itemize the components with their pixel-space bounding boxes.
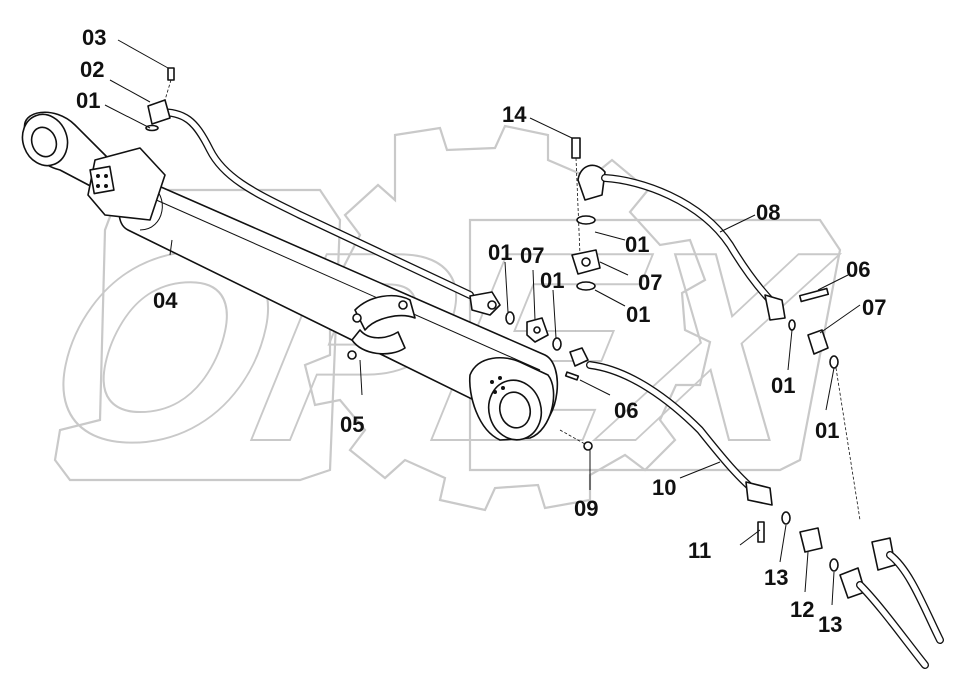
callout-06-center: 06 — [614, 398, 638, 423]
callout-10: 10 — [652, 475, 676, 500]
callout-13-a: 13 — [764, 565, 788, 590]
callout-01-top-a: 01 — [625, 232, 649, 257]
cylinder-head — [87, 147, 166, 221]
callout-11: 11 — [688, 538, 711, 563]
callout-01-right-a: 01 — [771, 373, 795, 398]
elbow-fitting-02 — [145, 67, 175, 132]
pipe-clamp — [347, 294, 416, 360]
callout-03: 03 — [82, 25, 106, 50]
callout-04: 04 — [153, 288, 178, 313]
right-upper-fittings — [788, 287, 861, 521]
callout-01-rod: 01 — [76, 88, 100, 113]
callout-labels: 03 02 01 04 05 14 01 07 01 01 07 01 08 0… — [76, 25, 886, 637]
callout-09: 09 — [574, 496, 598, 521]
callout-01-center-a: 01 — [488, 240, 512, 265]
callout-01-top-b: 01 — [626, 302, 650, 327]
callout-07-right: 07 — [862, 295, 886, 320]
bottom-right-fittings — [757, 511, 944, 669]
callout-14: 14 — [502, 102, 527, 127]
bolt-14 — [571, 137, 601, 291]
callout-12: 12 — [790, 597, 814, 622]
callout-02: 02 — [80, 57, 104, 82]
rod-eye — [21, 111, 111, 191]
callout-05: 05 — [340, 412, 364, 437]
callout-13-b: 13 — [818, 612, 842, 637]
hose-08 — [577, 164, 786, 321]
flange-assembly-center — [505, 311, 589, 381]
callout-01-center-b: 01 — [540, 268, 564, 293]
callout-07-top: 07 — [638, 270, 662, 295]
callout-07-center: 07 — [520, 243, 544, 268]
callout-06-right: 06 — [846, 257, 870, 282]
steel-tube — [154, 108, 501, 316]
callout-01-right-b: 01 — [815, 418, 839, 443]
grease-nipple-09 — [559, 429, 593, 451]
callout-08: 08 — [756, 200, 780, 225]
hose-10 — [586, 361, 773, 506]
cylinder-base-end — [468, 357, 555, 441]
leader-lines — [104, 39, 861, 606]
